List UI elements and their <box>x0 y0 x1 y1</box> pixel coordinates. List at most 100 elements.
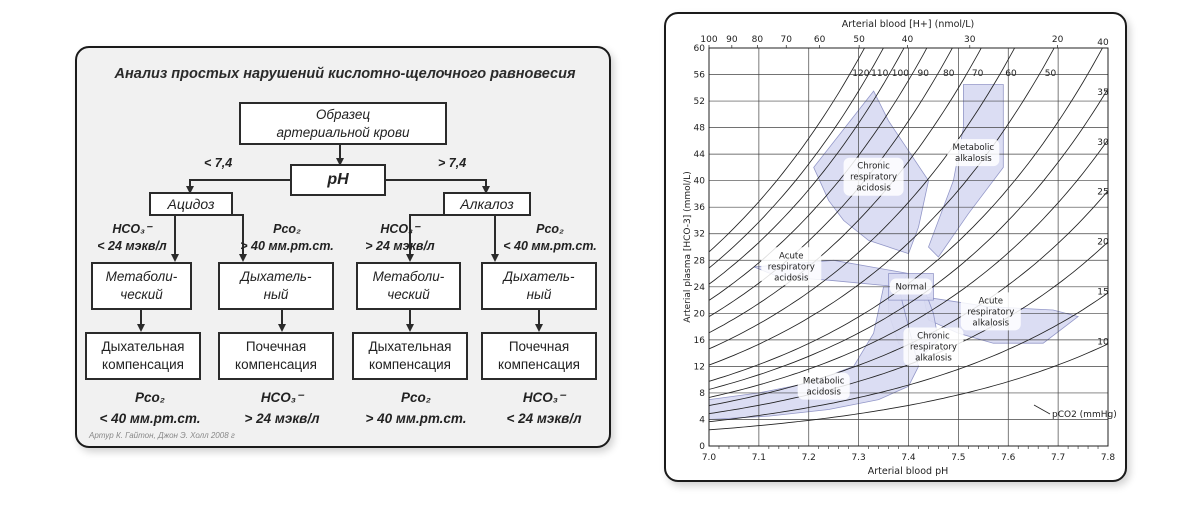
label-acute-resp-acidosis: respiratory <box>768 262 815 272</box>
label-acute-resp-alkalosis: alkalosis <box>972 318 1009 328</box>
top-tick-label: 90 <box>726 35 738 45</box>
x-tick-label: 7.8 <box>1101 453 1116 463</box>
ph-low-label: < 7,4 <box>204 156 233 170</box>
label-acute-resp-acidosis: acidosis <box>774 273 809 283</box>
y-tick-label: 52 <box>694 97 705 107</box>
pco2-isobar <box>709 48 1055 366</box>
alk-left-criteria: HCO₃⁻ > 24 мэкв/л <box>357 221 443 255</box>
pco2-isobar <box>709 48 905 285</box>
bottom-1-l1: Pco₂ <box>135 390 165 405</box>
y-axis-label: Arterial plasma [HCO-3] (mmol/L) <box>683 171 693 322</box>
bottom-4-l2: < 24 мэкв/л <box>506 410 582 426</box>
x-axis-label: Arterial blood pH <box>868 466 949 477</box>
bottom-criteria-2: HCO₃⁻ > 24 мэкв/л <box>219 388 345 430</box>
y-tick-label: 48 <box>694 124 706 134</box>
alk-renal-comp-l1: Почечная <box>508 339 570 355</box>
bottom-criteria-1: Pco₂ < 40 мм.рт.ст. <box>85 388 215 430</box>
acid-metabolic-l1: Метаболи- <box>105 269 178 285</box>
y-tick-label: 16 <box>694 336 706 346</box>
bottom-3-l2: > 40 мм.рт.ст. <box>365 410 467 426</box>
alk-metabolic-box: Метаболи- ческий <box>356 262 461 310</box>
bottom-2-l2: > 24 мэкв/л <box>244 410 320 426</box>
alk-right-l1: Pco₂ <box>536 222 564 236</box>
acid-right-criteria: Pco₂ > 40 мм.рт.ст. <box>237 221 337 255</box>
flowchart-title: Анализ простых нарушений кислотно-щелочн… <box>114 66 576 82</box>
acid-right-l1: Pco₂ <box>273 222 301 236</box>
x-tick-label: 7.5 <box>951 453 965 463</box>
label-acute-resp-alkalosis: respiratory <box>967 307 1014 317</box>
pco2-label: 110 <box>871 69 888 79</box>
flowchart-card: Анализ простых нарушений кислотно-щелочн… <box>75 46 611 448</box>
pco2-isobar <box>709 292 1108 423</box>
x-tick-label: 7.7 <box>1051 453 1065 463</box>
pco2-unit-label: pCO2 (mmHg) <box>1052 410 1117 420</box>
sample-line1: Образец <box>315 106 371 122</box>
label-normal-halo <box>889 278 932 295</box>
label-metabolic-acidosis-halo <box>797 372 850 400</box>
y-tick-label: 24 <box>694 283 706 293</box>
pco2-label: 10 <box>1097 337 1109 347</box>
alk-resp-comp-l1: Дыхательная <box>368 339 452 355</box>
alkalosis-box: Алкалоз <box>443 192 531 216</box>
alk-respiratory-l2: ный <box>526 287 552 302</box>
alk-right-criteria: Pco₂ < 40 мм.рт.ст. <box>495 221 605 255</box>
y-tick-label: 0 <box>699 442 705 452</box>
label-chronic-resp-alkalosis: respiratory <box>910 343 957 353</box>
acidosis-text: Ацидоз <box>167 195 215 212</box>
acid-resp-comp-l1: Дыхательная <box>101 339 185 355</box>
label-chronic-resp-alkalosis: Chronic <box>917 332 950 342</box>
y-tick-label: 32 <box>694 230 705 240</box>
alk-metabolic-l1: Метаболи- <box>372 269 445 285</box>
alk-respiratory-l1: Дыхатель- <box>503 269 575 285</box>
pco2-isobar <box>709 48 884 269</box>
credit-text: Артур К. Гайтон, Джон Э. Холл 2008 г <box>89 431 235 440</box>
bottom-2-l1: HCO₃⁻ <box>260 390 304 405</box>
label-chronic-resp-alkalosis: alkalosis <box>915 354 952 364</box>
label-chronic-resp-alkalosis-halo <box>903 327 964 366</box>
y-tick-label: 8 <box>699 389 705 399</box>
label-metabolic-alkalosis-halo <box>947 139 1000 167</box>
pco2-label: 25 <box>1097 188 1108 198</box>
top-tick-label: 100 <box>700 35 717 45</box>
pco2-label: 80 <box>943 69 955 79</box>
pco2-isobar <box>709 139 1108 398</box>
acid-left-l2: < 24 мэкв/л <box>97 238 167 253</box>
acid-left-l1: HCO₃⁻ <box>112 222 152 236</box>
label-chronic-resp-acidosis: Chronic <box>857 162 890 172</box>
alk-metabolic-l2: ческий <box>387 287 430 302</box>
acid-renal-comp-l1: Почечная <box>245 339 307 355</box>
alk-left-l1: HCO₃⁻ <box>380 222 420 236</box>
top-tick-label: 20 <box>1052 35 1064 45</box>
top-tick-label: 40 <box>902 35 914 45</box>
y-tick-label: 12 <box>694 362 705 372</box>
pco2-label: 60 <box>1005 69 1017 79</box>
top-axis-label: Arterial blood [H+] (nmol/L) <box>842 19 975 30</box>
top-tick-label: 60 <box>814 35 826 45</box>
label-chronic-resp-acidosis-halo <box>843 157 904 196</box>
x-tick-label: 7.6 <box>1001 453 1016 463</box>
alk-renal-comp-box: Почечная компенсация <box>481 332 597 380</box>
alk-respiratory-box: Дыхатель- ный <box>481 262 597 310</box>
ph-box: pH <box>290 164 386 196</box>
top-tick-label: 70 <box>781 35 793 45</box>
x-tick-label: 7.2 <box>802 453 816 463</box>
sample-line2: артериальной крови <box>276 124 410 140</box>
acid-right-l2: > 40 мм.рт.ст. <box>240 238 334 253</box>
label-metabolic-alkalosis: alkalosis <box>955 154 992 164</box>
bottom-1-l2: < 40 мм.рт.ст. <box>99 410 201 426</box>
pco2-isobar <box>709 343 1108 431</box>
acid-resp-comp-l2: компенсация <box>102 357 184 372</box>
top-tick-label: 80 <box>752 35 764 45</box>
pco2-isobar <box>709 48 865 253</box>
x-tick-label: 7.1 <box>752 453 766 463</box>
label-acute-resp-alkalosis-halo <box>960 292 1021 331</box>
alk-renal-comp-l2: компенсация <box>498 357 580 372</box>
acid-metabolic-l2: ческий <box>120 287 163 302</box>
acidosis-box: Ацидоз <box>149 192 233 216</box>
label-chronic-resp-acidosis: acidosis <box>856 184 891 194</box>
alkalosis-text: Алкалоз <box>460 195 514 212</box>
label-metabolic-acidosis: Metabolic <box>803 377 845 387</box>
pco2-label: 100 <box>892 69 909 79</box>
top-tick-label: 50 <box>853 35 865 45</box>
